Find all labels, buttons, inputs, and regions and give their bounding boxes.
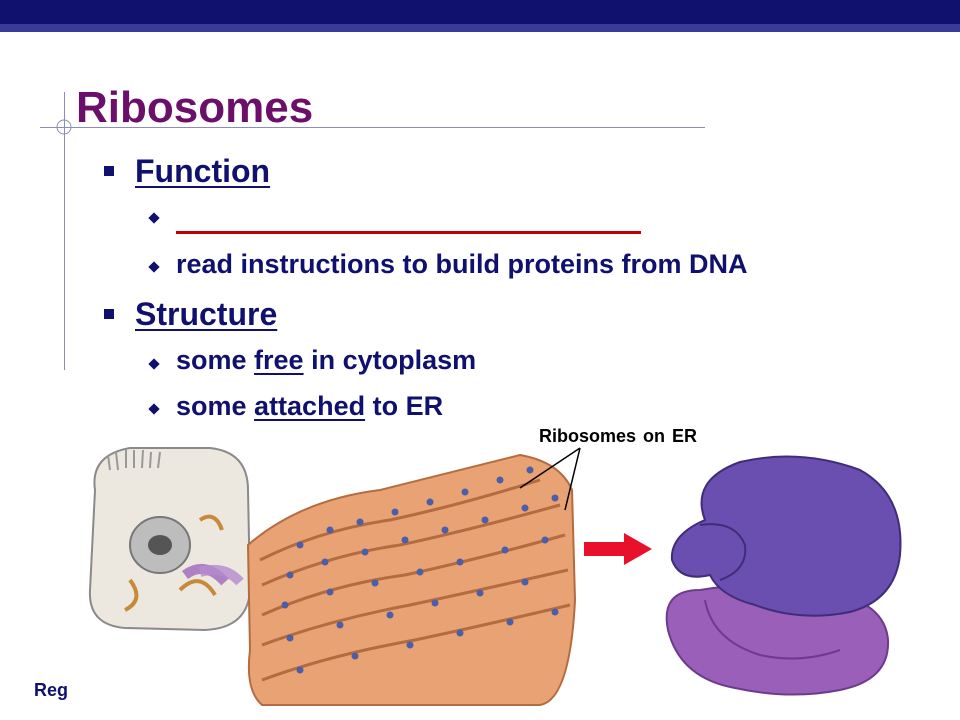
bullet-square-icon	[104, 166, 114, 176]
cell-illustration	[88, 447, 252, 632]
item-emphasis: free	[254, 345, 304, 375]
er-illustration	[246, 453, 577, 706]
structure-item-attached: some attached to ER	[176, 391, 443, 422]
slide-title: Ribosomes	[76, 83, 314, 132]
bullet-square-icon	[104, 309, 114, 319]
zoom-arrow	[198, 565, 244, 586]
heading-function: Function	[135, 153, 271, 189]
ribosome-illustration	[665, 455, 902, 696]
crosshair-icon	[56, 119, 72, 135]
slide-top-bar	[0, 0, 960, 24]
fill-in-blank-line	[176, 231, 641, 234]
structure-item-free: some free in cytoplasm	[176, 345, 476, 376]
slide-top-bar-accent	[0, 24, 960, 32]
item-text: some	[176, 345, 255, 375]
side-rule	[64, 92, 65, 370]
heading-structure: Structure	[135, 296, 278, 332]
item-text: some	[176, 391, 255, 421]
title-rule	[40, 127, 705, 128]
item-text: to ER	[365, 391, 444, 421]
arrow-right-icon	[584, 533, 652, 565]
function-item-proteins: read instructions to build proteins from…	[176, 249, 748, 279]
item-emphasis: attached	[254, 391, 366, 421]
figure-label-ribosomes-on-er: Ribosomes on ER	[539, 426, 698, 446]
label-pointer	[519, 447, 581, 511]
item-text: in cytoplasm	[303, 345, 477, 375]
footer-text: Reg	[34, 680, 69, 700]
